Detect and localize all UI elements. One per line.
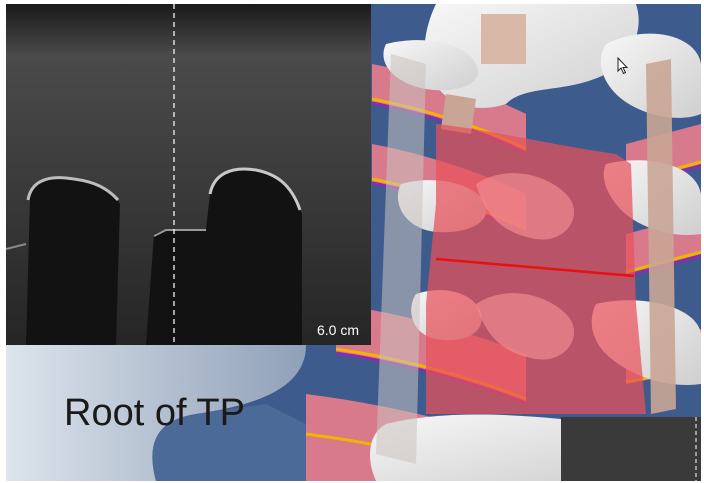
mouse-pointer-icon [617, 57, 629, 75]
ultrasound-thumbnail [561, 417, 701, 481]
video-frame: 6.0 cm Root of TP [6, 4, 701, 481]
depth-label: 6.0 cm [317, 322, 359, 338]
ultrasound-view: 6.0 cm [6, 4, 371, 345]
highlight-region [426, 124, 646, 414]
ultrasound-image [6, 4, 371, 345]
annotation-caption: Root of TP [64, 392, 245, 435]
